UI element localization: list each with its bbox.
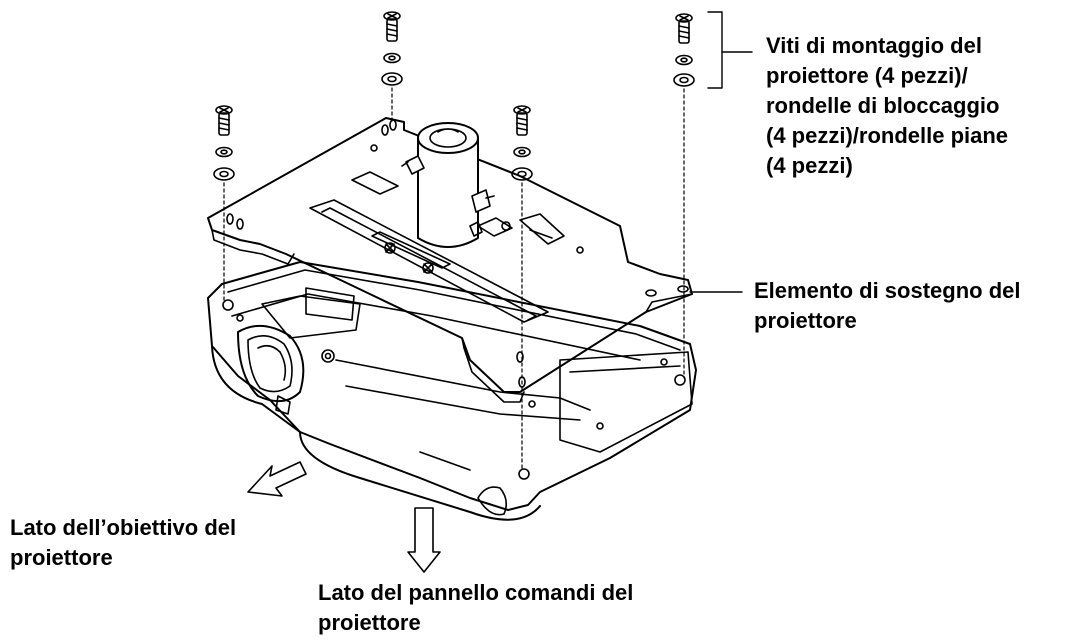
screw-set-3 — [511, 105, 533, 471]
screw-set-1 — [213, 105, 235, 301]
label-line: proiettore — [754, 308, 857, 333]
screw-set-4 — [673, 13, 695, 379]
label-mounting-screws: Viti di montaggio del proiettore (4 pezz… — [766, 31, 1008, 181]
label-line: Lato del pannello comandi del — [318, 580, 634, 605]
projector-body — [207, 261, 697, 521]
label-line: rondelle di bloccaggio — [766, 93, 1000, 118]
mounting-pipe — [401, 122, 495, 248]
label-line: proiettore — [318, 610, 421, 635]
label-support-element: Elemento di sostegno del proiettore — [754, 276, 1020, 336]
label-lens-side: Lato dell’obiettivo del proiettore — [10, 513, 236, 573]
label-line: proiettore — [10, 545, 113, 570]
screw-set-2 — [381, 11, 403, 125]
label-line: Lato dell’obiettivo del — [10, 515, 237, 540]
label-line: Elemento di sostegno del — [754, 278, 1021, 303]
label-control-panel-side: Lato del pannello comandi del proiettore — [318, 578, 633, 638]
lens-side-arrow — [247, 461, 307, 497]
label-line: (4 pezzi)/rondelle piane — [766, 123, 1009, 148]
label-line: proiettore (4 pezzi)/ — [766, 63, 968, 88]
label-line: (4 pezzi) — [766, 153, 853, 178]
label-line: Viti di montaggio del — [766, 33, 982, 58]
panel-side-arrow — [407, 507, 441, 573]
callout-screws-bracket — [707, 11, 753, 89]
